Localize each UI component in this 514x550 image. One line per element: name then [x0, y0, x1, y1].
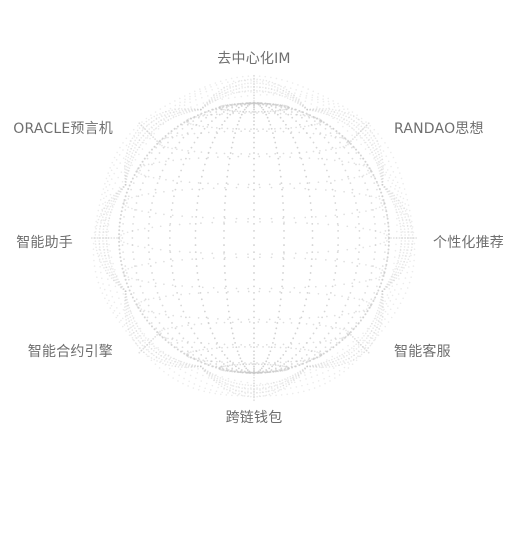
node-label-upper-left: ORACLE预言机: [13, 121, 113, 137]
globe-dots: [90, 74, 418, 402]
node-label-bottom: 跨链钱包: [225, 410, 283, 426]
node-label-lower-right: 智能客服: [394, 344, 451, 360]
node-label-upper-right: RANDAO思想: [394, 121, 484, 137]
node-label-mid-left: 智能助手: [16, 235, 73, 251]
node-label-lower-left: 智能合约引擎: [27, 344, 113, 360]
node-label-mid-right: 个性化推荐: [433, 235, 504, 251]
node-label-top: 去中心化IM: [217, 51, 291, 67]
